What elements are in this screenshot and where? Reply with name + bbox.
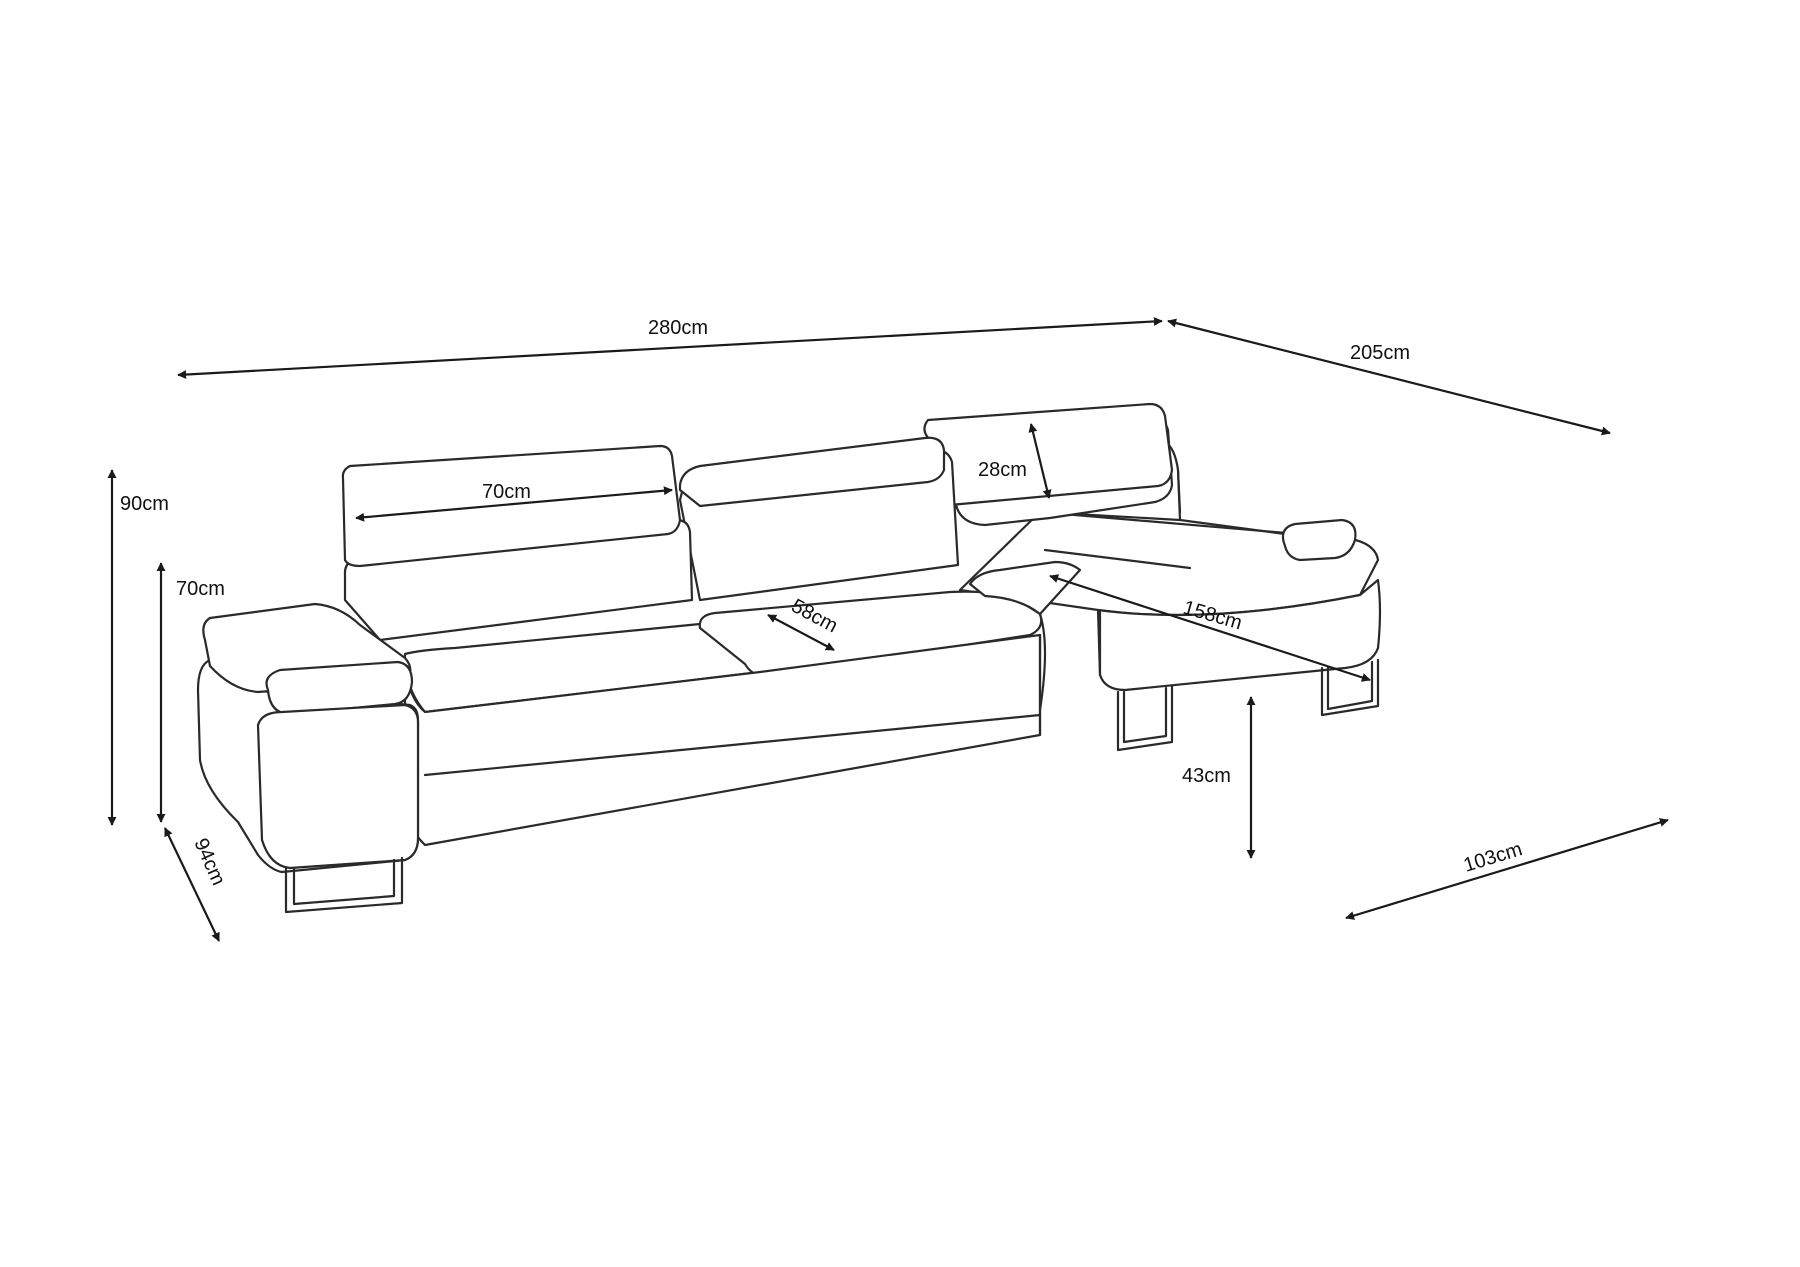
seat-cushions xyxy=(403,560,1082,714)
dimension-lines: 280cm 205cm 90cm 70cm 94cm 70cm 28cm 58c… xyxy=(107,316,1669,942)
dim-label-28: 28cm xyxy=(978,459,1027,481)
middle-back-top xyxy=(678,436,946,508)
dim-label-94: 94cm xyxy=(189,835,229,889)
dim-label-70-height: 70cm xyxy=(176,578,225,600)
dim-label-205: 205cm xyxy=(1350,342,1410,364)
dim-arrow-58 xyxy=(767,614,835,651)
dim-arrow-280 xyxy=(177,316,1163,380)
dim-arrow-205 xyxy=(1167,318,1611,436)
sofa-outline xyxy=(196,402,1382,914)
left-back-section xyxy=(341,444,694,642)
dim-arrow-103 xyxy=(1345,818,1669,920)
dim-label-43: 43cm xyxy=(1182,765,1231,787)
middle-back-section xyxy=(678,436,960,602)
chaise-armrest-pad xyxy=(1281,518,1357,562)
dim-label-70-headrest: 70cm xyxy=(482,481,531,503)
dim-label-280: 280cm xyxy=(648,317,708,339)
left-armrest xyxy=(196,602,420,914)
dim-label-90: 90cm xyxy=(120,493,169,515)
dim-arrow-158 xyxy=(1049,574,1371,682)
left-leg xyxy=(284,856,404,914)
dim-arrow-28 xyxy=(1028,423,1052,499)
chaise-leg-front xyxy=(1116,684,1174,752)
chaise-leg-back xyxy=(1320,658,1380,717)
dim-label-103: 103cm xyxy=(1461,838,1525,877)
dim-arrow-70-headrest xyxy=(355,486,673,522)
dim-arrow-94 xyxy=(164,827,220,942)
